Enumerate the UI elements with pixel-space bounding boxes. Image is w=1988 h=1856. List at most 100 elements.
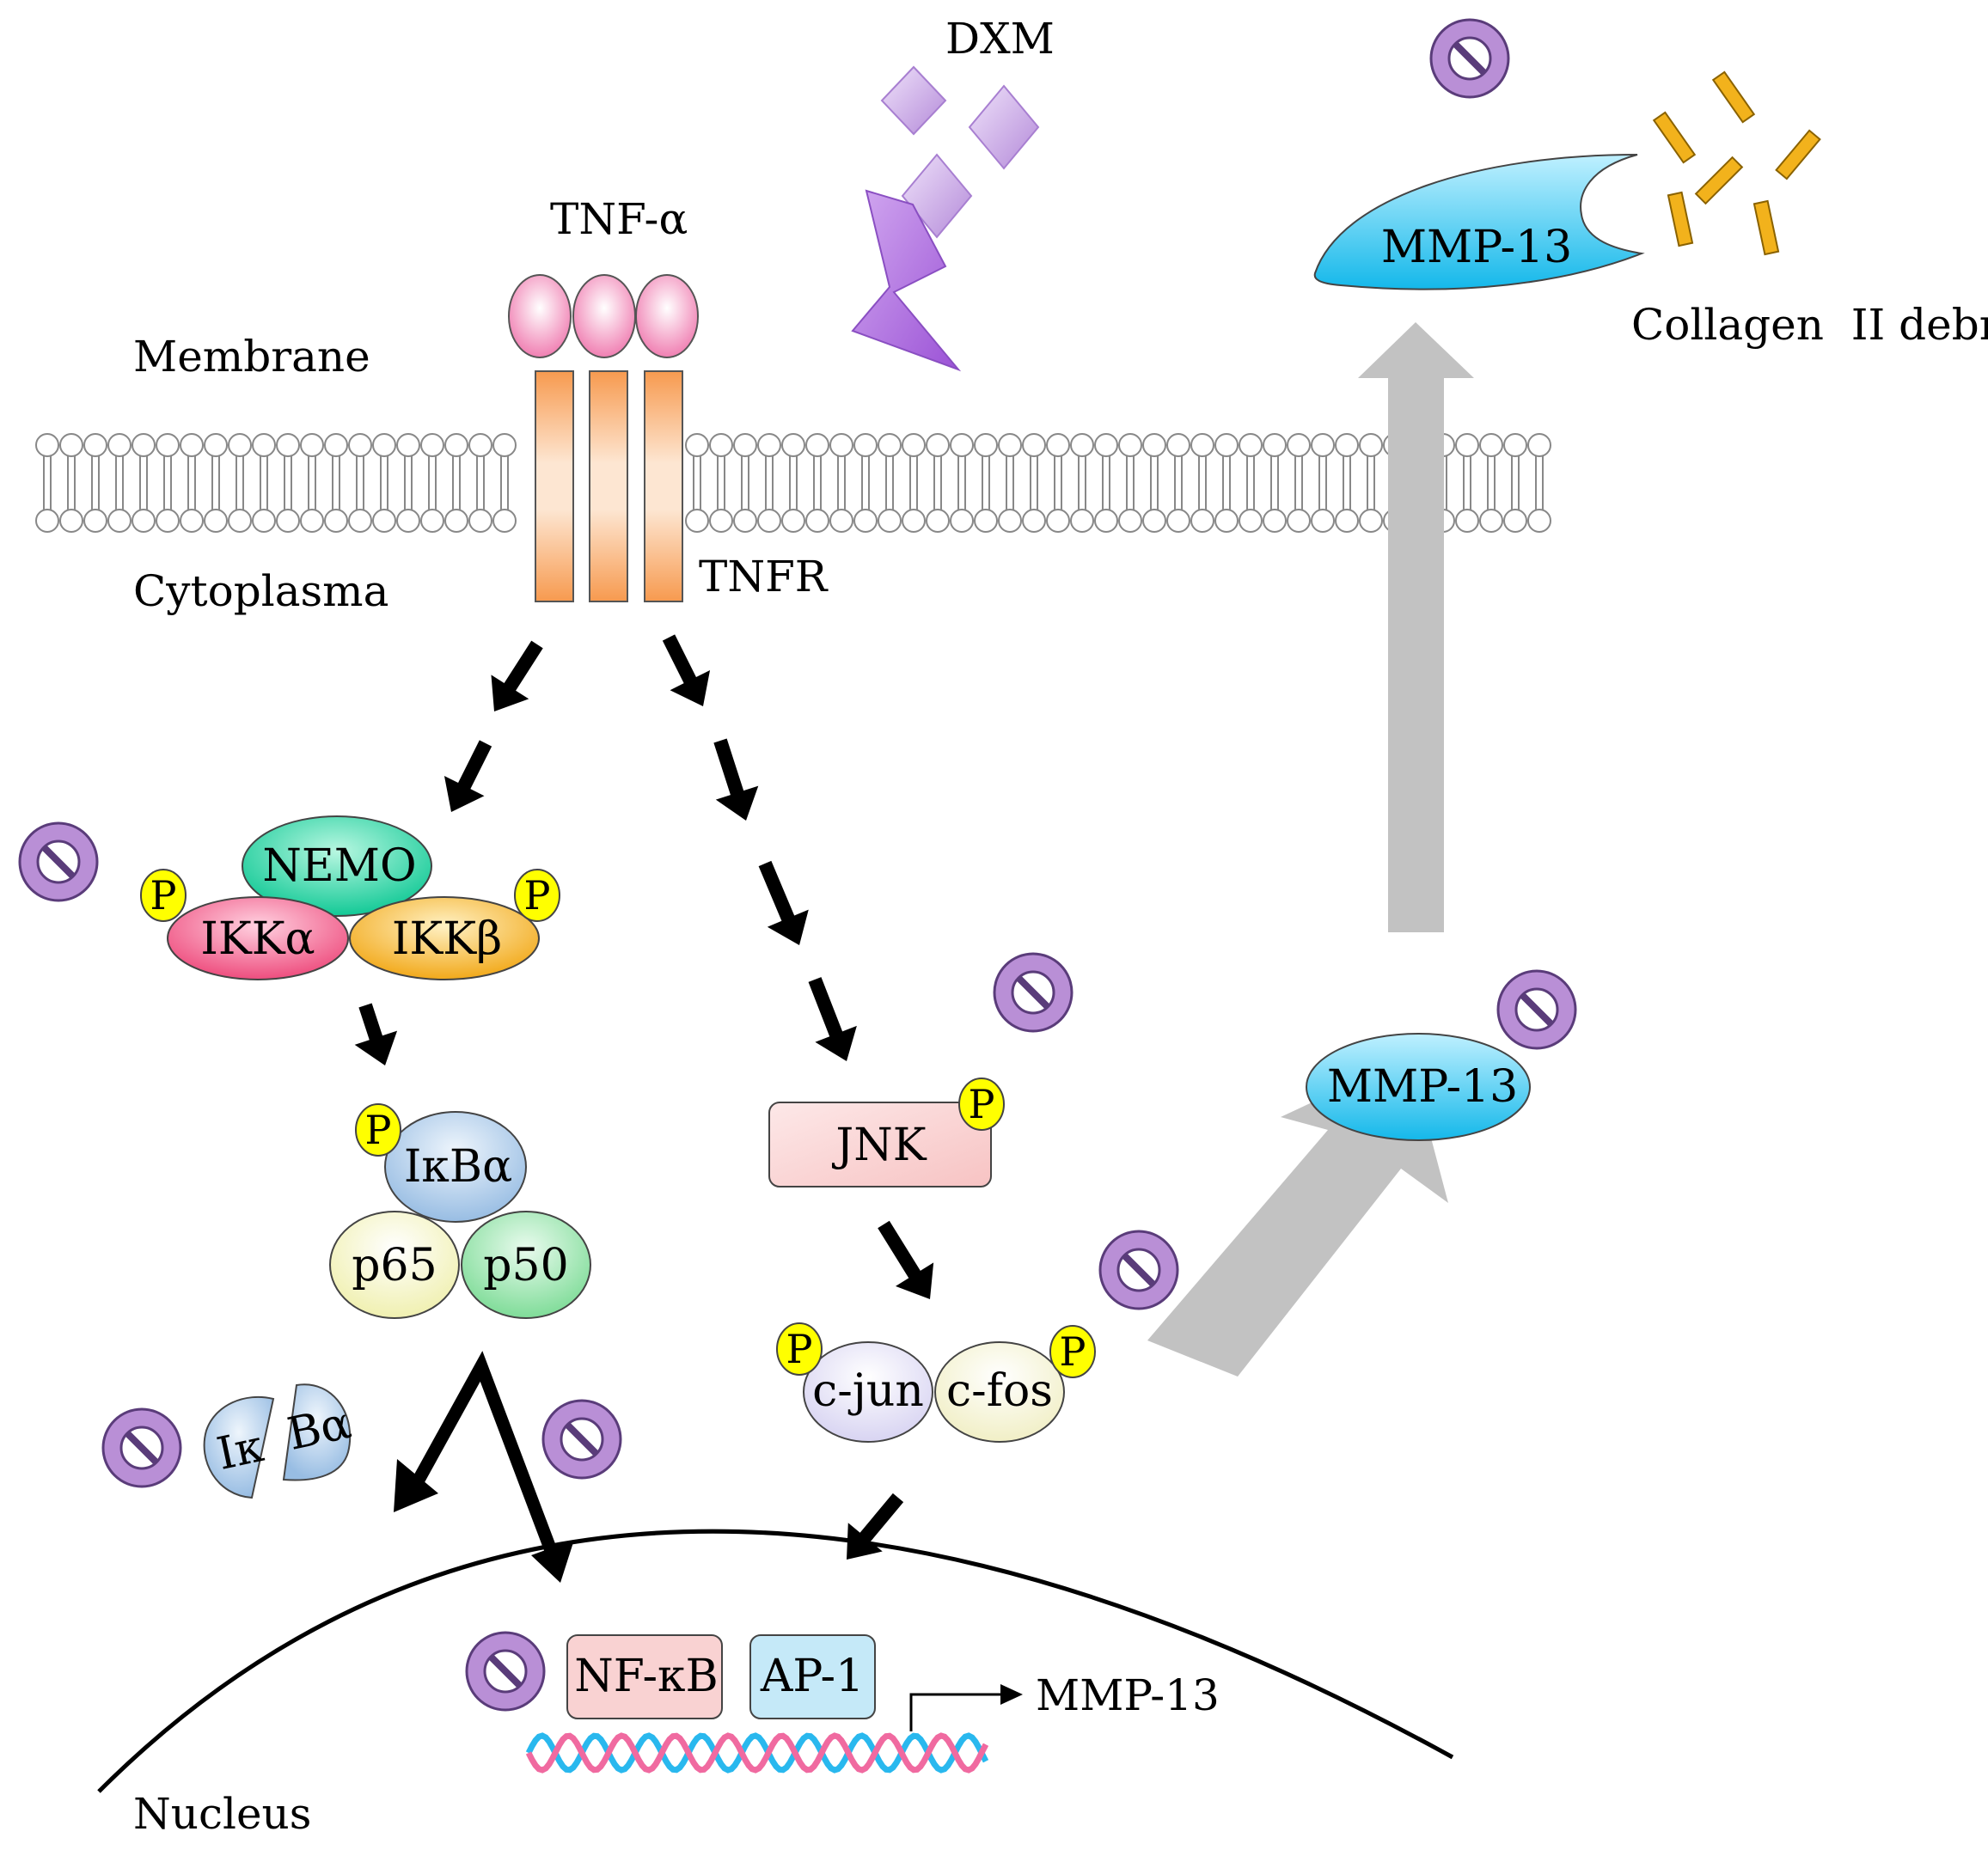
collagen-fragment	[1652, 111, 1697, 164]
collagen-fragment	[1711, 70, 1756, 124]
lipid	[926, 433, 950, 533]
nucleus-label: Nucleus	[133, 1789, 311, 1839]
dxm-arrow	[851, 189, 962, 372]
lipid	[1070, 433, 1094, 533]
black-arrow	[847, 1493, 904, 1560]
lipid	[1022, 433, 1046, 533]
lipid	[1118, 433, 1142, 533]
dna-helix	[525, 1732, 989, 1774]
jnk-label: JNK	[831, 1120, 927, 1171]
lipid	[878, 433, 902, 533]
mmp13-enzyme-extracellular	[1313, 154, 1645, 290]
prohibition-icon	[1429, 18, 1510, 99]
lipid	[974, 433, 998, 533]
p65-label: p65	[352, 1240, 437, 1291]
ikk-complex	[167, 815, 540, 980]
lipid	[372, 433, 396, 533]
lipid	[1359, 433, 1383, 533]
grey-arrow-secretion	[1358, 322, 1474, 932]
lipid	[998, 433, 1022, 533]
phosphate-label: P	[969, 1081, 995, 1127]
nuclear-envelope	[97, 1529, 1454, 1793]
lipid-bilayer	[35, 433, 1551, 533]
phosphate-badge: P	[1049, 1325, 1096, 1378]
tnfr-subunit	[589, 370, 628, 602]
phosphate-label: P	[1060, 1328, 1086, 1375]
lipid	[1335, 433, 1359, 533]
dxm-molecule	[968, 84, 1040, 170]
phosphate-label: P	[365, 1107, 392, 1153]
lipid	[950, 433, 974, 533]
prohibition-icon	[18, 821, 99, 902]
prohibition-icon	[1098, 1230, 1179, 1310]
lipid	[180, 433, 204, 533]
inhibition-markers	[18, 18, 1577, 1712]
ikk-alpha-label: IKKα	[200, 913, 315, 965]
prohibition-icon	[1496, 969, 1577, 1050]
p50-protein	[461, 1211, 591, 1319]
lipid	[829, 433, 853, 533]
lipid	[781, 433, 805, 533]
phosphate-label: P	[524, 872, 551, 919]
ikk-beta-label: IKKβ	[392, 913, 502, 965]
signaling-arrows	[354, 634, 934, 1583]
ikb-nfkb-complex	[329, 1111, 591, 1319]
lipid	[1287, 433, 1311, 533]
ap1-box	[749, 1634, 876, 1719]
lipid	[132, 433, 156, 533]
lipid	[1527, 433, 1551, 533]
tnf-alpha-label: TNF-α	[550, 194, 688, 244]
ik-fragment	[203, 1395, 275, 1499]
dna-strand-pink	[525, 1732, 989, 1774]
ikb-alpha-protein	[384, 1111, 527, 1223]
c-fos-label: c-fos	[946, 1365, 1053, 1417]
dxm-label: DXM	[945, 14, 1055, 64]
lipid	[805, 433, 829, 533]
lipid	[1214, 433, 1239, 533]
phosphate-badge: P	[776, 1322, 823, 1376]
collagen-debris	[1652, 70, 1821, 256]
black-arrow	[491, 640, 543, 711]
degraded-ikb-alpha	[203, 1383, 352, 1499]
tnfr-label: TNFR	[699, 552, 829, 601]
ik-fragment-label: Iκ	[212, 1420, 267, 1481]
black-arrow	[808, 977, 857, 1061]
nf-kb-label: NF-κB	[574, 1651, 719, 1702]
lipid	[1455, 433, 1479, 533]
ikk-alpha-protein	[167, 896, 349, 980]
balpha-fragment-label: Bα	[283, 1397, 355, 1461]
prohibition-icon	[465, 1631, 546, 1712]
black-arrow	[443, 740, 492, 812]
prohibition-icon	[541, 1399, 622, 1480]
black-arrow	[713, 738, 759, 821]
phosphate-label: P	[786, 1326, 813, 1372]
collagen-debris-label: Collagen II debris	[1631, 300, 1988, 350]
tnfr-subunit	[535, 370, 574, 602]
mmp13-ext-label: MMP-13	[1381, 222, 1572, 273]
lipid	[83, 433, 107, 533]
lipid	[709, 433, 733, 533]
lipid	[348, 433, 372, 533]
phosphate-badge: P	[514, 869, 560, 922]
collagen-fragment	[1752, 199, 1780, 256]
black-arrow	[662, 634, 711, 706]
collagen-fragment	[1694, 156, 1744, 205]
lipid	[733, 433, 757, 533]
mmp13-gene-label: MMP-13	[1036, 1670, 1220, 1720]
c-fos-protein	[934, 1341, 1065, 1443]
lipid	[468, 433, 492, 533]
lipid	[300, 433, 324, 533]
tnfr-subunit	[644, 370, 683, 602]
lipid	[1190, 433, 1214, 533]
black-arrow	[758, 860, 809, 945]
lipid	[444, 433, 468, 533]
tnf-alpha-ligand	[635, 274, 699, 358]
nemo-protein	[242, 815, 432, 917]
mmp13-cyto-label: MMP-13	[1327, 1061, 1518, 1113]
phosphate-badge: P	[140, 869, 187, 922]
lipid	[156, 433, 180, 533]
lipid	[1142, 433, 1166, 533]
lipid	[1311, 433, 1335, 533]
